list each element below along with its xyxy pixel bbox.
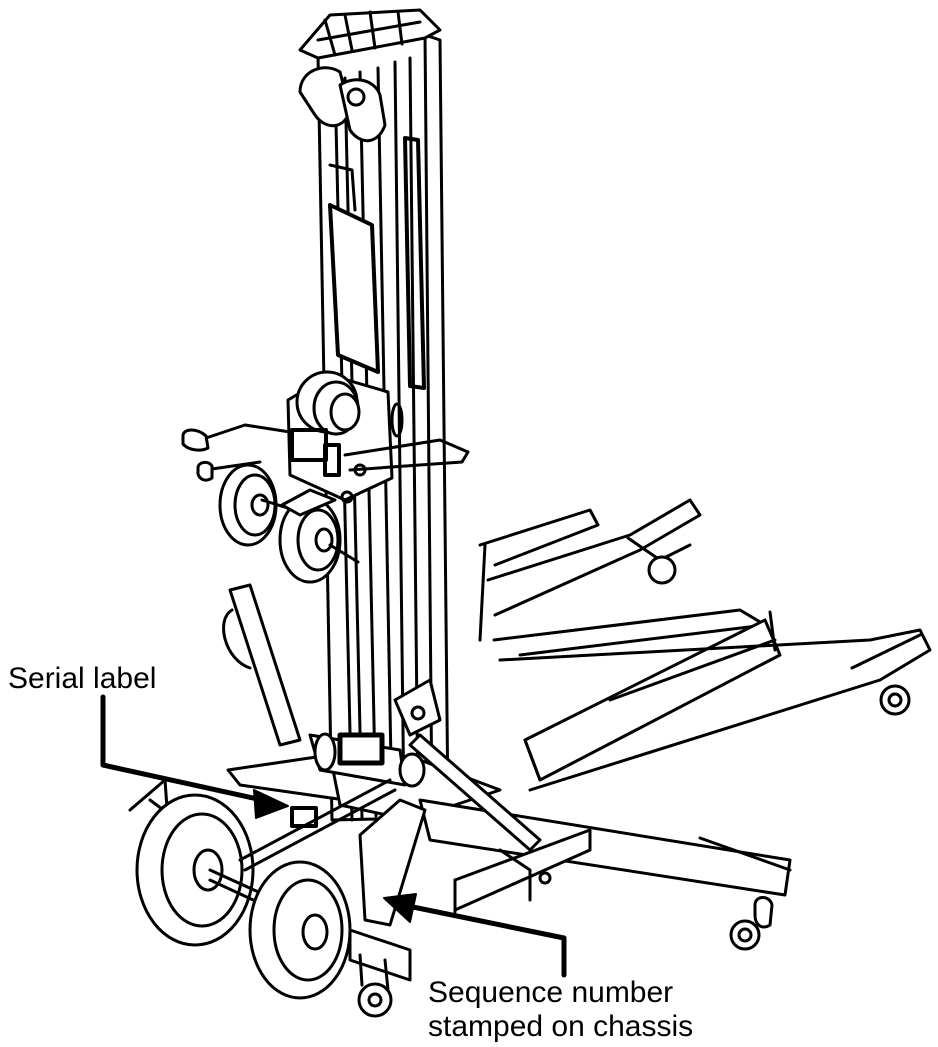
serial-label-callout: Serial label (8, 662, 157, 695)
winch-assembly (181, 370, 470, 504)
sequence-number-arrow (383, 893, 567, 978)
serial-plate (290, 806, 318, 828)
serial-label-arrow (100, 694, 289, 819)
sequence-number-callout: Sequence number stamped on chassis (428, 976, 693, 1044)
forks (478, 498, 932, 792)
chassis (222, 583, 792, 951)
sequence-callout-line-1: Sequence number (428, 976, 674, 1009)
sequence-callout-line-2: stamped on chassis (428, 1010, 694, 1043)
front-wheels (128, 778, 427, 1018)
upper-wheels (218, 463, 360, 584)
